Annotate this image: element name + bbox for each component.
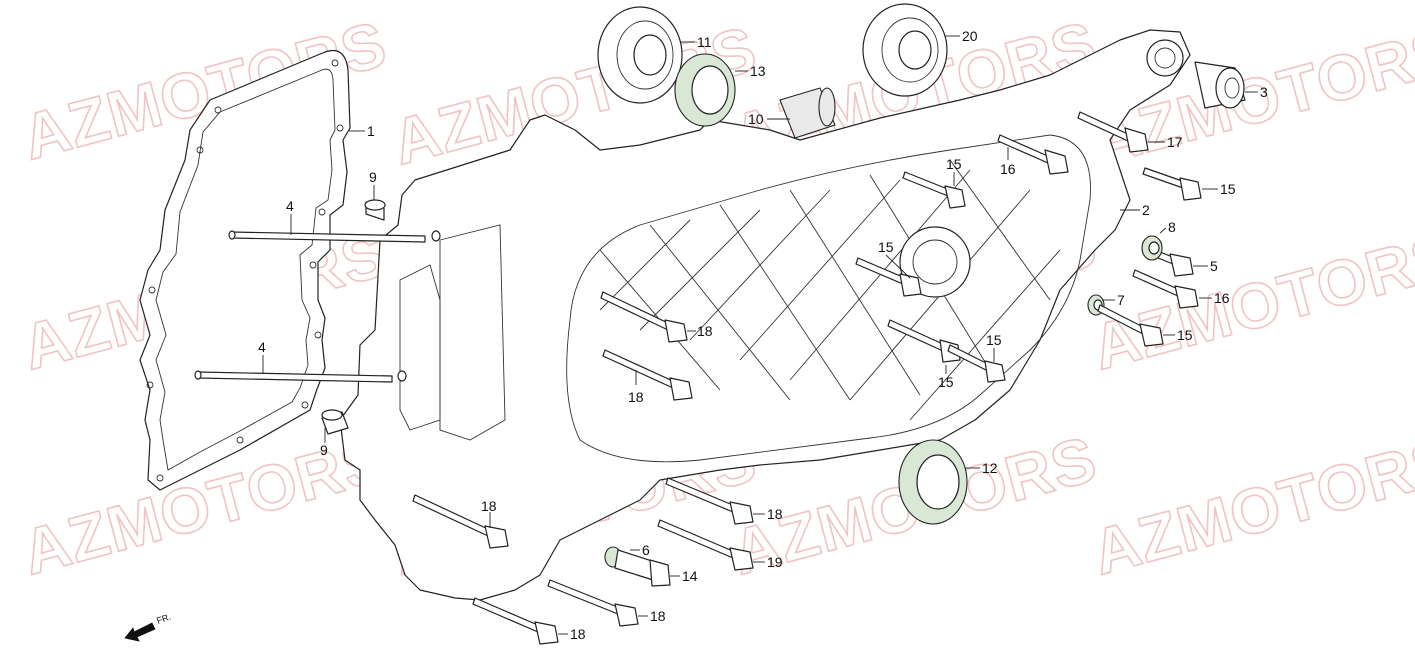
callout-18: 18 <box>570 626 586 642</box>
watermark: AZMOTORS <box>1085 422 1415 588</box>
callout-15: 15 <box>946 156 962 172</box>
callout-1: 1 <box>367 123 375 139</box>
bolt-16-b <box>1132 269 1199 309</box>
bolt-15-c <box>855 257 922 297</box>
bolt-15-f <box>947 344 1006 383</box>
callout-18: 18 <box>697 323 713 339</box>
dowel-9-lower <box>321 409 349 435</box>
callout-9: 9 <box>320 442 328 458</box>
bolt-18-f <box>472 597 559 645</box>
callout-12: 12 <box>982 460 998 476</box>
callout-13: 13 <box>750 63 766 79</box>
plug-14 <box>604 546 671 587</box>
callout-20: 20 <box>962 28 978 44</box>
callout-14: 14 <box>682 568 698 584</box>
stud-4-lower <box>194 370 407 383</box>
stud-4-upper <box>228 230 441 243</box>
callout-3: 3 <box>1260 84 1268 100</box>
callout-18: 18 <box>628 389 644 405</box>
crankcase-part <box>339 29 1191 601</box>
callout-11: 11 <box>697 34 712 50</box>
leader-lines <box>262 35 1258 635</box>
front-label: FR. <box>155 612 172 626</box>
callout-4: 4 <box>286 198 294 214</box>
callout-5: 5 <box>1210 258 1218 274</box>
dowel-9-upper <box>364 199 386 221</box>
seal-12 <box>898 439 968 525</box>
front-arrow-icon <box>124 622 156 642</box>
callout-15: 15 <box>878 239 894 255</box>
bolt-18-b <box>602 349 693 401</box>
watermark: AZMOTORS <box>1085 217 1415 383</box>
callout-9: 9 <box>369 169 377 185</box>
callout-17: 17 <box>1167 134 1183 150</box>
needle-bearing-10 <box>779 87 836 139</box>
bearing-20 <box>862 3 948 97</box>
front-direction-indicator: FR. <box>124 612 172 642</box>
callout-15: 15 <box>938 374 954 390</box>
bolt-18-e <box>547 579 639 627</box>
bolt-19 <box>657 519 754 571</box>
callout-19: 19 <box>767 554 783 570</box>
bearing-11 <box>597 6 683 104</box>
callout-18: 18 <box>767 506 783 522</box>
seal-13 <box>674 53 736 127</box>
bolts <box>412 111 1202 645</box>
callout-8: 8 <box>1168 219 1176 235</box>
bolt-18-c <box>412 494 509 549</box>
callout-10: 10 <box>748 111 764 127</box>
callout-4: 4 <box>258 339 266 355</box>
bolt-15-b <box>1142 167 1202 201</box>
callout-16: 16 <box>1214 290 1230 306</box>
callout-6: 6 <box>642 542 650 558</box>
bolt-15-d <box>1097 304 1164 347</box>
callout-15: 15 <box>986 332 1002 348</box>
callout-2: 2 <box>1142 202 1150 218</box>
bolt-18-d <box>665 477 754 525</box>
callout-15: 15 <box>1177 327 1193 343</box>
callout-16: 16 <box>1000 161 1016 177</box>
bolt-15-a <box>902 171 966 209</box>
callout-15: 15 <box>1220 181 1236 197</box>
callout-18: 18 <box>481 498 497 514</box>
bolt-17 <box>1077 111 1149 153</box>
washer-8 <box>1141 235 1163 261</box>
callout-7: 7 <box>1117 292 1125 308</box>
callout-18: 18 <box>650 608 666 624</box>
bushing-3 <box>1194 61 1246 109</box>
bolt-18-a <box>600 291 688 343</box>
callout-labels: 1 2 3 4 4 5 6 7 8 9 9 10 11 12 13 14 15 … <box>258 28 1268 642</box>
bolt-16-a <box>997 134 1069 175</box>
